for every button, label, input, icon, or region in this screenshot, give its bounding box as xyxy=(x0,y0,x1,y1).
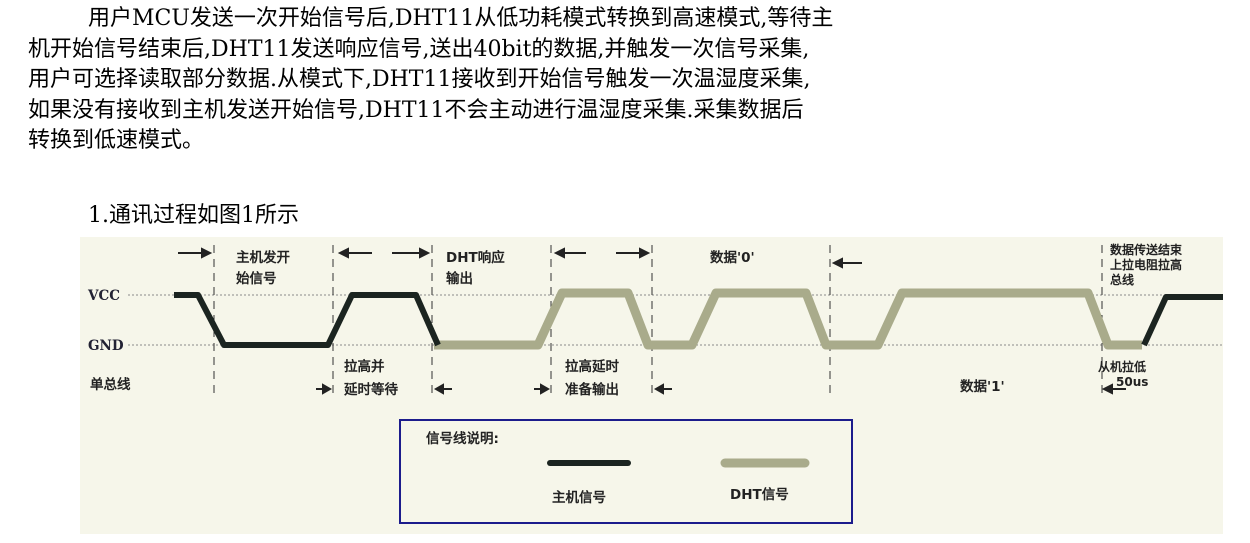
legend-title: 信号线说明: xyxy=(426,430,499,447)
legend-dht-label: DHT信号 xyxy=(730,486,789,503)
arrow-wait-right-head xyxy=(433,383,444,395)
timing-diagram-svg: VCC GND 单总线 主机发开 始信号 拉高并 延时等待 DHT响应 输出 拉… xyxy=(87,242,1223,524)
end-label-line3: 总线 xyxy=(1110,272,1134,287)
bit1-label: 数据'1' xyxy=(960,378,1005,395)
dht-response-label-line2: 输出 xyxy=(446,270,473,287)
end-pullup-signal xyxy=(1141,294,1223,347)
pull-up-label-line1: 拉高并 xyxy=(344,358,385,375)
paragraph-line-1: 用户MCU发送一次开始信号后,DHT11从低功耗模式转换到高速模式,等待主 xyxy=(88,6,834,31)
arrow-host-start-left-head xyxy=(201,247,213,259)
gnd-label: GND xyxy=(88,338,124,354)
paragraph-line-4: 如果没有接收到主机发送开始信号,DHT11不会主动进行温湿度采集.采集数据后 xyxy=(28,97,804,123)
arrow-ready-right-head xyxy=(653,383,664,395)
arrow-bit0-head xyxy=(831,257,843,269)
arrow-pull-up-left-head xyxy=(337,247,349,259)
end-label-line2: 上拉电阻拉高 xyxy=(1110,257,1182,272)
bit0-label: 数据'0' xyxy=(710,249,755,266)
dht-signal-waveform xyxy=(434,288,1142,350)
arrow-slave-head xyxy=(1101,383,1113,395)
arrow-pull-up-right-head xyxy=(419,247,431,259)
legend-box xyxy=(399,419,853,524)
paragraph-line-5: 转换到低速模式。 xyxy=(28,128,205,153)
timing-arrows xyxy=(178,247,1126,395)
slave-pull-label-line1: 从机拉低 xyxy=(1098,359,1146,374)
arrow-dht-resp-left-head xyxy=(553,247,565,259)
end-label-line1: 数据传送结束 xyxy=(1110,242,1183,257)
host-start-label-line2: 始信号 xyxy=(236,270,277,287)
section-heading: 1.通讯过程如图1所示 xyxy=(88,203,299,228)
host-start-label-line1: 主机发开 xyxy=(236,249,290,266)
arrow-dht-resp-right-head xyxy=(639,247,651,259)
slave-pull-label-line2: 50us xyxy=(1116,375,1148,389)
pull-up-label-line2: 延时等待 xyxy=(343,381,398,398)
arrow-ready-left-head xyxy=(540,383,551,395)
legend-host-label: 主机信号 xyxy=(552,489,606,506)
bus-label: 单总线 xyxy=(90,376,131,393)
description-paragraph: 用户MCU发送一次开始信号后,DHT11从低功耗模式转换到高速模式,等待主 机开… xyxy=(28,4,1228,157)
host-signal-waveform xyxy=(174,292,441,348)
ready-label-line1: 拉高延时 xyxy=(565,358,619,375)
paragraph-line-2: 机开始信号结束后,DHT11发送响应信号,送出40bit的数据,并触发一次信号采… xyxy=(28,36,810,62)
timing-diagram: VCC GND 单总线 主机发开 始信号 拉高并 延时等待 DHT响应 输出 拉… xyxy=(80,237,1223,534)
dht-response-label-line1: DHT响应 xyxy=(446,249,505,266)
paragraph-line-3: 用户可选择读取部分数据.从模式下,DHT11接收到开始信号触发一次温湿度采集, xyxy=(28,67,811,92)
vcc-label: VCC xyxy=(87,288,120,304)
ready-label-line2: 准备输出 xyxy=(565,381,619,398)
arrow-wait-left-head xyxy=(322,383,333,395)
